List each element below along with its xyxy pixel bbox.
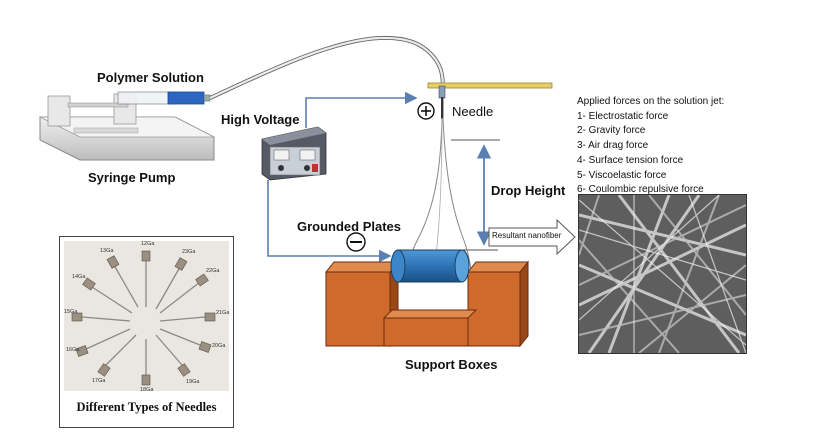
gauge-label: 15Ga: [64, 309, 78, 315]
force-item: 3- Air drag force: [577, 140, 649, 152]
syringe-pump-label: Syringe Pump: [88, 170, 176, 185]
gauge-label: 13Ga: [100, 248, 114, 254]
nanofiber-texture: [579, 195, 746, 353]
needle-types-panel: 12Ga 13Ga 23Ga 22Ga 14Ga 21Ga 15Ga 20Ga …: [59, 236, 234, 428]
force-item: 1- Electrostatic force: [577, 110, 669, 122]
gauge-label: 14Ga: [72, 274, 86, 280]
needle-label: Needle: [452, 104, 494, 119]
applied-forces-list: Applied forces on the solution jet: 1- E…: [577, 95, 724, 198]
gauge-label: 18Ga: [140, 387, 154, 393]
force-item: 2- Gravity force: [577, 125, 646, 137]
support-boxes: [324, 260, 530, 348]
gauge-label: 21Ga: [216, 310, 230, 316]
gauge-label: 22Ga: [206, 268, 220, 274]
forces-title: Applied forces on the solution jet:: [577, 96, 725, 107]
needle-fan-photo: [64, 241, 229, 391]
positive-terminal-icon: [417, 102, 435, 120]
gauge-label: 12Ga: [141, 241, 155, 247]
polymer-solution-label: Polymer Solution: [97, 70, 204, 85]
drop-height-label: Drop Height: [491, 183, 566, 198]
support-boxes-label: Support Boxes: [405, 357, 498, 372]
collector-cylinder: [390, 249, 470, 283]
needle-mount-bar: [427, 82, 553, 89]
force-item: 4- Surface tension force: [577, 154, 684, 166]
gauge-label: 17Ga: [92, 378, 106, 384]
high-voltage-supply: [261, 126, 327, 181]
force-item: 5- Viscoelastic force: [577, 169, 667, 181]
gauge-label: 19Ga: [186, 379, 200, 385]
gauge-label: 16Ga: [66, 347, 80, 353]
ground-terminal-icon: [346, 232, 366, 252]
syringe-pump: [39, 91, 215, 161]
needles-caption: Different Types of Needles: [76, 400, 217, 414]
force-item: 6- Coulombic repulsive force: [577, 184, 704, 196]
high-voltage-label: High Voltage: [221, 112, 300, 127]
gauge-label: 20Ga: [212, 343, 226, 349]
gauge-label: 23Ga: [182, 249, 196, 255]
grounded-plates-label: Grounded Plates: [297, 219, 402, 234]
needle: [441, 97, 444, 119]
nanofiber-arrow: [488, 218, 576, 256]
resultant-nanofiber-label: Resultant nanofiber: [492, 231, 562, 240]
nanofiber-sem-image: [578, 194, 747, 354]
